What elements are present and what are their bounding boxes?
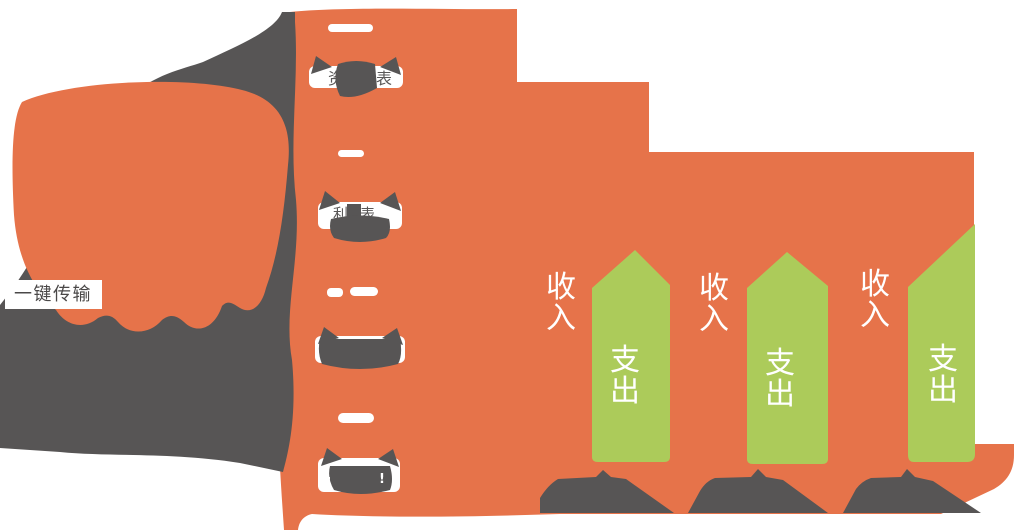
report-card-text-left: 利 bbox=[333, 204, 349, 223]
coin-pile-silhouette-1 bbox=[540, 470, 674, 513]
report-card-text-right: 表 bbox=[359, 204, 375, 223]
report-card-4 bbox=[318, 458, 400, 492]
income-label-1: 收入 bbox=[546, 270, 576, 336]
report-card-income-statement: 利 表 bbox=[318, 202, 402, 229]
transfer-label-text: 一键传输 bbox=[14, 284, 92, 305]
expense-label-3: 支出 bbox=[928, 342, 958, 408]
income-label-3: 收入 bbox=[860, 267, 890, 333]
report-card-text-right: 表 bbox=[375, 69, 392, 88]
income-label-2: 收入 bbox=[699, 271, 729, 337]
coin-pile-silhouette-3 bbox=[843, 469, 981, 513]
doc-top-highlight bbox=[338, 413, 374, 423]
coin-pile-silhouette-2 bbox=[688, 469, 828, 513]
report-card-text-left: 资 bbox=[328, 69, 345, 88]
report-card-3 bbox=[315, 336, 405, 363]
doc-top-highlight bbox=[350, 287, 378, 296]
text-remnant-mark: ! bbox=[379, 472, 385, 487]
transfer-label: 一键传输 bbox=[5, 280, 102, 309]
arm-silhouette bbox=[0, 12, 297, 472]
expense-label-2: 支出 bbox=[765, 346, 795, 412]
doc-top-highlight bbox=[328, 24, 373, 32]
doc-top-highlight bbox=[327, 288, 343, 297]
doc-top-highlight bbox=[338, 150, 364, 157]
expense-label-1: 支出 bbox=[610, 343, 640, 409]
report-card-balance-sheet: 资 表 bbox=[309, 66, 403, 88]
